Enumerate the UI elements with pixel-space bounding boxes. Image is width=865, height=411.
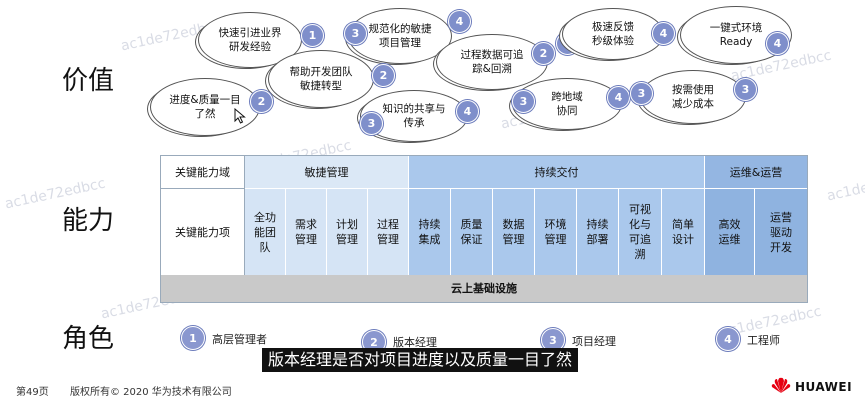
footer-brand: HUAWEI [795,380,853,394]
role-label: 工程师 [747,334,780,347]
cloud-text: 知识的共享与 传承 [382,103,446,129]
domain-label-cell: 关键能力域 [161,156,245,189]
cloud-text: 跨地域 协同 [551,91,583,117]
cloud-text: 快速引进业界 研发经验 [218,27,282,53]
capability-item: 需求 管理 [286,189,327,275]
cloud-badge: 2 [372,64,395,87]
capability-item: 简单 设计 [662,189,705,275]
cloud-badge: 4 [607,86,630,109]
mouse-cursor-icon [234,108,246,124]
value-cloud: 快速引进业界 研发经验 [198,12,302,68]
capability-item: 持续 集成 [409,189,451,275]
domain-delivery: 持续交付 [409,156,705,189]
value-cloud: 规范化的敏捷 项目管理 [348,8,452,64]
cloud-badge: 4 [766,32,789,55]
value-cloud: 极速反馈 秒级体验 [562,8,664,60]
row-label-value: 价值 [62,66,115,96]
cloud-badge: 2 [532,42,555,65]
capability-item-label: 可视 化与 可追 溯 [629,203,651,261]
domain-ops-label: 运维&运营 [729,165,783,179]
cloud-badge: 3 [512,90,535,113]
cloud-badge: 4 [456,100,479,123]
cloud-badge: 4 [652,22,675,45]
cloud-text: 进度&质量一目 了然 [169,94,241,120]
capability-item-label: 高效 运维 [718,218,741,246]
video-subtitle: 版本经理是否对项目进度以及质量一目了然 [262,348,579,372]
cloud-badge: 3 [734,78,757,101]
role-badge: 4 [716,327,740,351]
capability-item-label: 持续 部署 [586,218,609,246]
capability-item-label: 数据 管理 [502,218,525,246]
value-cloud: 帮助开发团队 敏捷转型 [268,50,374,108]
domain-ops: 运维&运营 [705,156,807,189]
domain-agile-label: 敏捷管理 [304,165,349,179]
value-cloud: 按需使用 减少成本 [640,70,746,124]
item-label: 关键能力项 [175,225,230,239]
cloud-badge: 4 [448,10,471,33]
cloud-text: 一键式环境 Ready [709,22,763,48]
item-label-cell: 关键能力项 [161,189,245,275]
cloud-text: 帮助开发团队 敏捷转型 [289,66,353,92]
cloud-text: 过程数据可追 踪&回溯 [460,49,524,75]
watermark: ac1de72edbcc [825,167,865,205]
capability-item-label: 环境 管理 [544,218,567,246]
cloud-text: 规范化的敏捷 项目管理 [368,23,432,49]
capability-item: 可视 化与 可追 溯 [619,189,662,275]
cloud-badge: 1 [301,24,324,47]
cloud-badge: 3 [344,22,367,45]
capability-item-label: 需求 管理 [295,218,317,246]
cloud-badge: 2 [250,90,273,113]
capability-item: 环境 管理 [535,189,577,275]
domain-label: 关键能力域 [175,165,230,179]
capability-item: 数据 管理 [493,189,535,275]
capability-item: 高效 运维 [705,189,755,275]
row-label-capability: 能力 [62,206,115,236]
footer-copyright: 版权所有© 2020 华为技术有限公司 [70,387,232,398]
cloud-text: 极速反馈 秒级体验 [592,21,634,47]
cloud-badge: 3 [630,82,653,105]
capability-item: 运营 驱动 开发 [755,189,807,275]
capability-item-label: 简单 设计 [672,218,694,246]
value-cloud: 进度&质量一目 了然 [150,78,260,136]
capability-item: 全功 能团 队 [245,189,286,275]
role-label: 项目经理 [572,335,616,348]
role-badge: 1 [181,326,205,350]
role-label: 版本经理 [393,336,437,349]
value-cloud: 过程数据可追 踪&回溯 [436,34,548,90]
row-label-role: 角色 [62,324,115,354]
capability-item-label: 持续 集成 [418,218,441,246]
capability-item-label: 过程 管理 [377,218,399,246]
capability-item-label: 全功 能团 队 [254,210,276,254]
domain-agile: 敏捷管理 [245,156,409,189]
capability-item-label: 质量 保证 [460,218,483,246]
huawei-logo-icon [771,377,791,393]
domain-delivery-label: 持续交付 [534,165,579,179]
footer-page-number: 第49页 [16,387,49,398]
cloud-badge: 3 [360,112,383,135]
capability-item: 计划 管理 [327,189,368,275]
infrastructure-bar: 云上基础设施 [161,275,807,302]
infrastructure-label: 云上基础设施 [451,282,517,295]
capability-item-label: 计划 管理 [336,218,358,246]
cloud-text: 按需使用 减少成本 [672,84,714,110]
capability-table: 关键能力域 敏捷管理 持续交付 运维&运营 关键能力项 全功 能团 队 需求 管… [160,155,808,303]
role-label: 高层管理者 [212,333,267,346]
capability-item: 持续 部署 [577,189,619,275]
capability-item-label: 运营 驱动 开发 [770,210,792,254]
subtitle-text: 版本经理是否对项目进度以及质量一目了然 [268,350,573,369]
capability-item: 过程 管理 [368,189,409,275]
capability-item: 质量 保证 [451,189,493,275]
